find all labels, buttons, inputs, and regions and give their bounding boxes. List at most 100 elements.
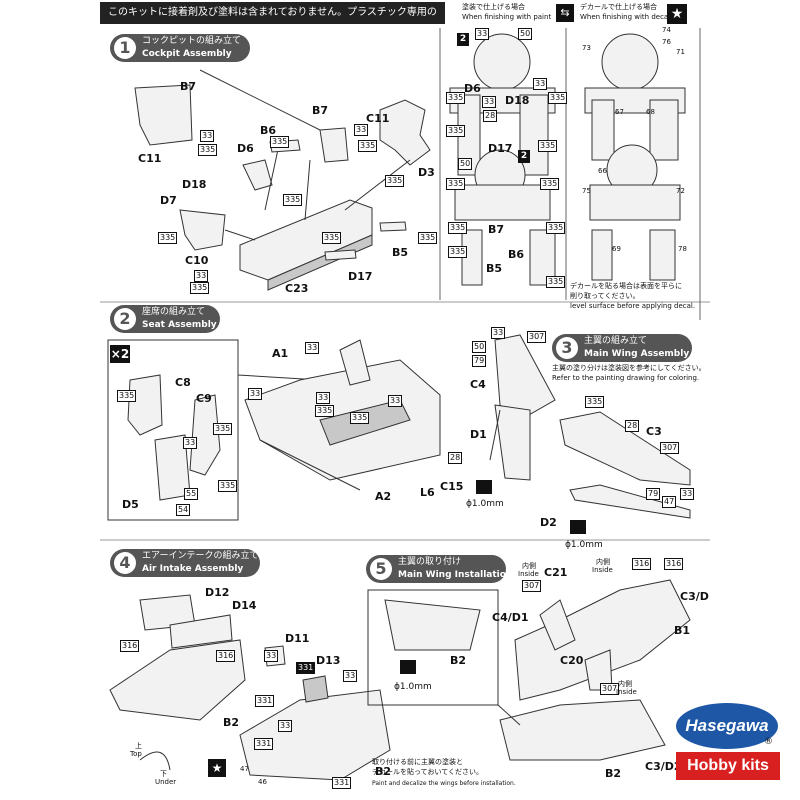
- under-label-jp: 下: [160, 770, 167, 778]
- paint-option-jp: 塗装で仕上げる場合: [462, 3, 525, 11]
- step-1-number: 1: [114, 37, 136, 59]
- wing-note-jp: 主翼の塗り分けは塗装図を参考にしてください。: [552, 364, 706, 372]
- part-label: A1: [272, 347, 289, 360]
- paint-code: 335: [540, 178, 560, 190]
- paint-code: 33: [491, 327, 506, 339]
- paint-code: 33: [183, 437, 198, 449]
- decal-number: 66: [598, 167, 607, 175]
- part-label: C3/D: [680, 590, 709, 603]
- paint-code: 50: [518, 28, 533, 40]
- part-label: D7: [160, 194, 177, 207]
- step-4-title-jp: エアーインテークの組み立て: [142, 551, 259, 561]
- paint-code: 33: [475, 28, 490, 40]
- paint-code: 335: [158, 232, 178, 244]
- paint-code: 335: [218, 480, 238, 492]
- decal-number: 72: [676, 187, 685, 195]
- part-label: B7: [488, 223, 505, 236]
- part-label: C4: [470, 378, 486, 391]
- paint-code: 335: [546, 276, 566, 288]
- paint-code: 79: [646, 488, 661, 500]
- paint-code: 54: [176, 504, 191, 516]
- hasegawa-logo: Hasegawa: [676, 703, 778, 749]
- part-label: C8: [175, 376, 191, 389]
- paint-code: 335: [213, 423, 233, 435]
- inside-label-jp: 内側: [618, 680, 632, 688]
- part-number: 46: [258, 778, 267, 786]
- drill-size: ϕ1.0mm: [394, 682, 432, 692]
- paint-code: 335: [315, 405, 335, 417]
- step-2-number: 2: [114, 308, 136, 330]
- paint-code: 316: [664, 558, 684, 570]
- decal-note-en: level surface before applying decal.: [570, 302, 696, 310]
- install-note-jp1: 取り付ける前に主翼の塗装と: [372, 758, 463, 766]
- x2-badge: 2: [518, 150, 530, 163]
- top-label-jp: 上: [135, 742, 142, 750]
- step-2-header: 2 座席の組み立て Seat Assembly: [110, 305, 220, 333]
- part-label: C9: [196, 392, 212, 405]
- star-icon: ★: [208, 759, 226, 777]
- part-label: B2: [605, 767, 622, 780]
- paint-code: 335: [198, 144, 218, 156]
- part-label: C4/D1: [492, 611, 529, 624]
- decal-number: 71: [676, 48, 685, 56]
- part-label: B6: [508, 248, 525, 261]
- step-2-title-en: Seat Assembly: [142, 320, 217, 330]
- part-label: D18: [505, 94, 530, 107]
- part-label: C10: [185, 254, 209, 267]
- inside-label-jp: 内側: [522, 562, 536, 570]
- step-1-header: 1 コックピットの組み立て Cockpit Assembly: [110, 34, 250, 62]
- part-label: B6: [260, 124, 277, 137]
- paint-code: 335: [446, 125, 466, 137]
- part-label: D17: [488, 142, 513, 155]
- step-5-header: 5 主翼の取り付け Main Wing Installation: [366, 555, 513, 583]
- part-label: D6: [464, 82, 481, 95]
- paint-code: 33: [278, 720, 293, 732]
- drill-icon: [400, 660, 416, 674]
- paint-code: 33: [264, 650, 279, 662]
- decal-number: 78: [678, 245, 687, 253]
- paint-code: 331: [255, 695, 275, 707]
- x2-badge: 2: [457, 33, 469, 46]
- decal-number: 67: [615, 108, 624, 116]
- drill-size: ϕ1.0mm: [466, 499, 504, 509]
- drill-icon: [476, 480, 492, 494]
- part-label: B5: [392, 246, 409, 259]
- decal-number: 75: [582, 187, 591, 195]
- star-icon: ★: [667, 4, 687, 24]
- part-label: D12: [205, 586, 230, 599]
- part-label: D6: [237, 142, 254, 155]
- paint-code: 335: [585, 396, 605, 408]
- paint-code: 33: [316, 392, 331, 404]
- paint-code: 28: [625, 420, 640, 432]
- drill-icon: [570, 520, 586, 534]
- decal-number: 76: [662, 38, 671, 46]
- decal-number: 68: [646, 108, 655, 116]
- paint-code: 33: [533, 78, 548, 90]
- step-5-number: 5: [370, 558, 392, 580]
- paint-code: 335: [418, 232, 438, 244]
- paint-code: 335: [385, 175, 405, 187]
- decal-number: 74: [662, 26, 671, 34]
- decal-option-en: When finishing with decal: [580, 13, 671, 21]
- part-label: B1: [674, 624, 691, 637]
- paint-code: 28: [483, 110, 498, 122]
- paint-code: 335: [448, 246, 468, 258]
- paint-code: 33: [343, 670, 358, 682]
- paint-code: 33: [482, 96, 497, 108]
- step-3-title-en: Main Wing Assembly: [584, 349, 690, 359]
- decal-option-jp: デカールで仕上げる場合: [580, 3, 657, 11]
- part-label: C15: [440, 480, 464, 493]
- paint-code: 307: [600, 683, 620, 695]
- part-label: D14: [232, 599, 257, 612]
- step-4-number: 4: [114, 552, 136, 574]
- part-label: B2: [450, 654, 467, 667]
- paint-code: 335: [270, 136, 290, 148]
- wing-note-en: Refer to the painting drawing for colori…: [552, 374, 700, 382]
- part-label: A2: [375, 490, 392, 503]
- paint-code: 33: [354, 124, 369, 136]
- part-label: C20: [560, 654, 584, 667]
- step-5-title-en: Main Wing Installation: [398, 570, 513, 580]
- inside-label-en: Inside: [592, 566, 613, 574]
- inside-label-jp: 内側: [596, 558, 610, 566]
